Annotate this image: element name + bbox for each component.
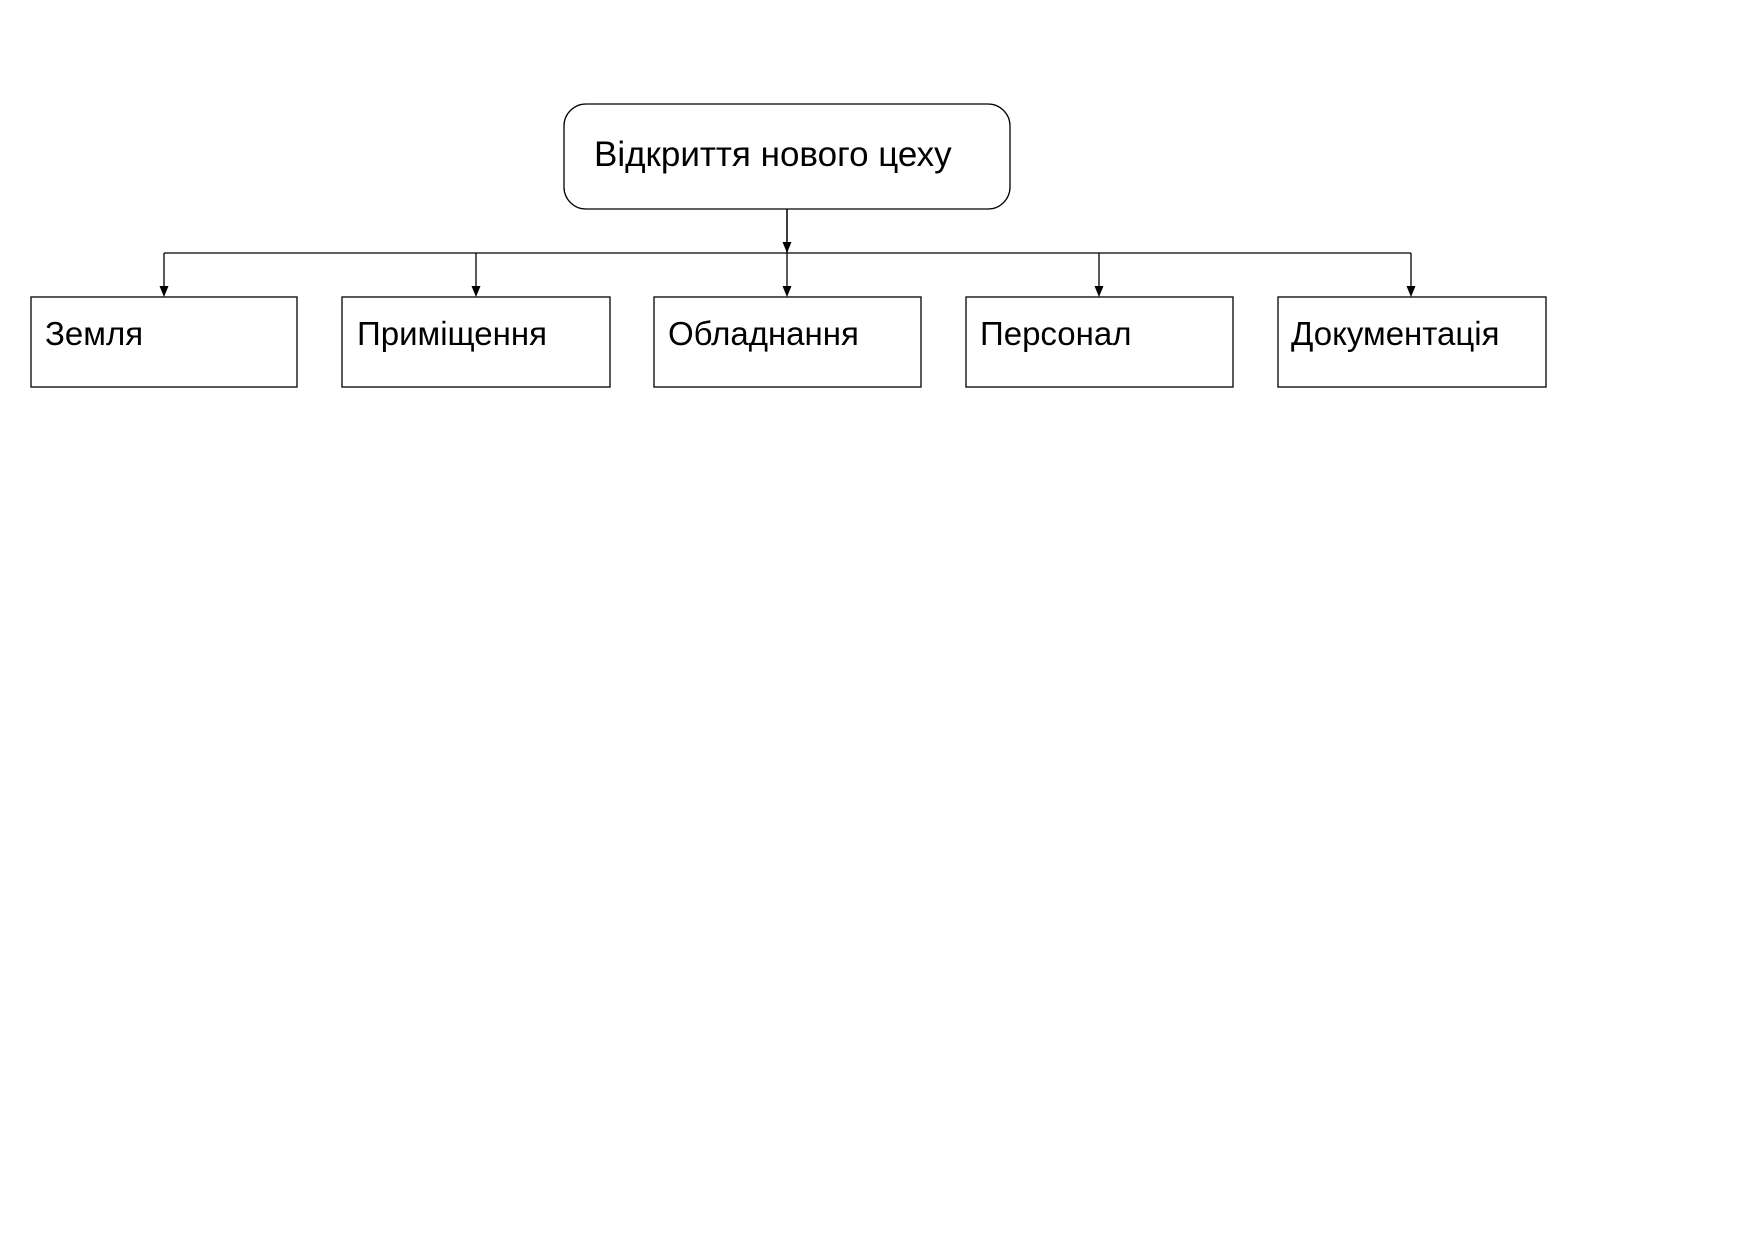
child-node-label: Персонал: [980, 315, 1131, 352]
child-node-box: [653, 296, 922, 388]
child-node-box: [341, 296, 611, 388]
arrow-personal: [1094, 286, 1104, 297]
child-node-dokumentatsiia: Документація: [1277, 296, 1547, 388]
child-node-prymishchennia: Приміщення: [341, 296, 611, 388]
child-node-box: [30, 296, 298, 388]
child-node-zemlia: Земля: [30, 296, 298, 388]
connectors: [159, 209, 1416, 297]
child-node-personal: Персонал: [965, 296, 1234, 388]
child-node-label: Земля: [45, 315, 143, 352]
child-node-label: Обладнання: [668, 315, 859, 352]
child-node-label: Документація: [1291, 315, 1499, 352]
child-node-label: Приміщення: [357, 315, 547, 352]
child-node-obladnannia: Обладнання: [653, 296, 922, 388]
arrow-zemlia: [159, 286, 169, 297]
arrow-obladnannia: [782, 286, 792, 297]
arrow-dokumentatsiia: [1406, 286, 1416, 297]
arrow-obladnannia-mid: [782, 242, 792, 253]
root-node: Відкриття нового цеху: [563, 103, 1011, 210]
arrow-prymishchennia: [471, 286, 481, 297]
child-node-box: [1277, 296, 1547, 388]
child-node-box: [965, 296, 1234, 388]
root-node-label: Відкриття нового цеху: [594, 135, 952, 174]
